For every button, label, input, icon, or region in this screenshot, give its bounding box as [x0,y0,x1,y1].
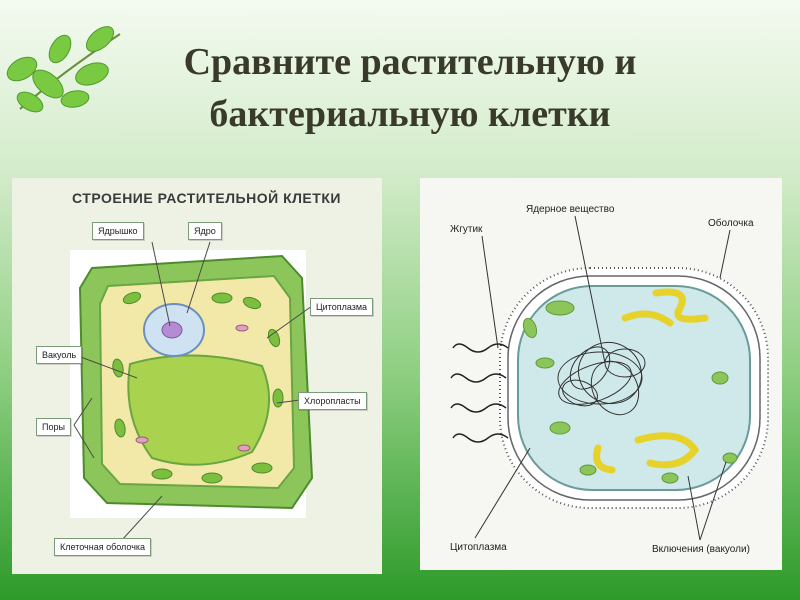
label-inclusions: Включения (вакуоли) [652,544,750,555]
label-pores: Поры [36,418,71,436]
leaf-decoration [6,26,121,113]
plant-cell-diagram: СТРОЕНИЕ РАСТИТЕЛЬНОЙ КЛЕТКИ [12,178,382,574]
label-chloroplasts: Хлоропласты [298,392,367,410]
label-nucleolus: Ядрышко [92,222,144,240]
plant-cell-heading: СТРОЕНИЕ РАСТИТЕЛЬНОЙ КЛЕТКИ [72,190,341,206]
bacterial-cell-diagram: Ядерное вещество Оболочка Жгутик Цитопла… [420,178,782,570]
plant-cell-illustration [70,241,314,541]
label-bacterial-cytoplasm: Цитоплазма [450,542,507,553]
label-cytoplasm: Цитоплазма [310,298,374,316]
label-cell-wall: Клеточная оболочка [54,538,152,556]
slide-title: Сравните растительную и бактериальную кл… [120,36,700,140]
label-nucleus: Ядро [188,222,222,240]
title-line-1: Сравните растительную и [183,41,637,83]
label-shell: Оболочка [708,218,754,229]
bacterial-cell-illustration [450,215,769,541]
label-flagellum: Жгутик [450,224,483,235]
title-line-2: бактериальную клетки [209,93,611,135]
label-vacuole: Вакуоль [36,346,83,364]
label-nuclear-matter: Ядерное вещество [526,204,615,215]
